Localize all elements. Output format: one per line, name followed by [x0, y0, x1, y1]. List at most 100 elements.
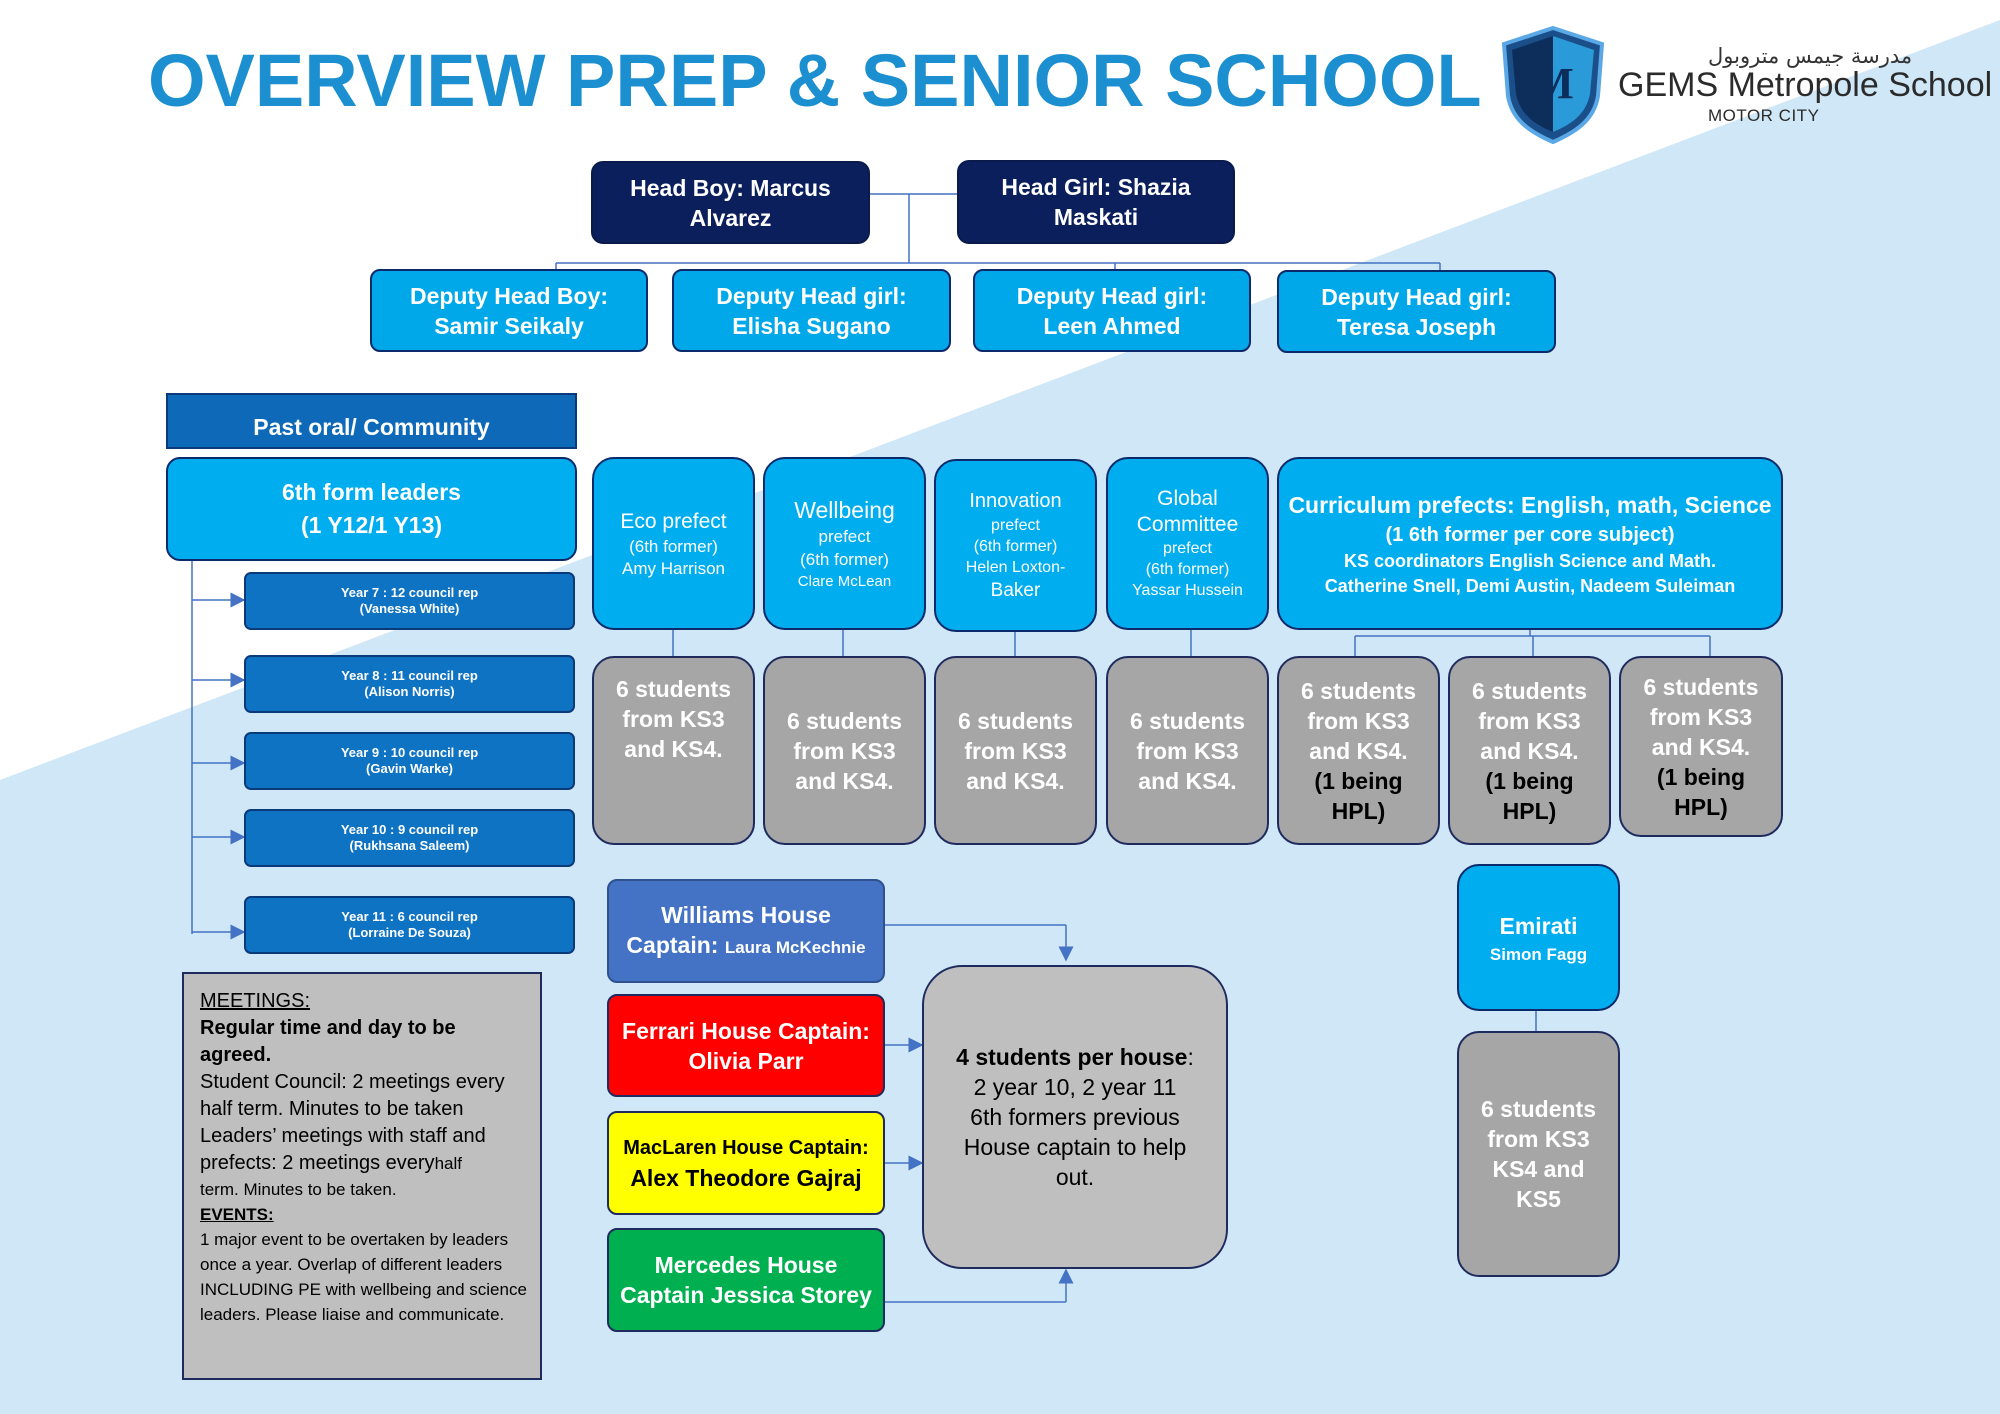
ferrari-house-box: Ferrari House Captain: Olivia Parr — [607, 994, 885, 1097]
global-students-box: 6 students from KS3 and KS4. — [1106, 656, 1269, 845]
prefect-title-cont: Committee — [1136, 513, 1239, 536]
prefect-title: Eco prefect — [620, 509, 727, 533]
head-girl-title: Head Girl: Shazia — [1001, 174, 1191, 200]
students-hpl-text: (1 being — [1656, 763, 1746, 790]
curriculum-title: Curriculum prefects: English, math, Scie… — [1288, 491, 1772, 518]
deputy-head-girl-box-3: Deputy Head girl: Teresa Joseph — [1277, 270, 1556, 353]
sixth-form-title: 6th form leaders — [282, 479, 461, 505]
students-text: from KS3 — [1649, 703, 1753, 730]
meetings-leaders-text: Leaders’ meetings with staff and prefect… — [200, 1125, 486, 1174]
williams-house-box: Williams House Captain: Laura McKechnie — [607, 879, 885, 983]
house-info-box: 4 students per house: 2 year 10, 2 year … — [922, 965, 1228, 1269]
students-text: 6 students — [1129, 707, 1246, 734]
curriculum-names: Catherine Snell, Demi Austin, Nadeem Sul… — [1324, 575, 1736, 596]
wellbeing-students-box: 6 students from KS3 and KS4. — [763, 656, 926, 845]
students-text: from KS3 — [1487, 1126, 1590, 1152]
head-boy-box: Head Boy: Marcus Alvarez — [591, 161, 870, 244]
students-text: and KS4. — [624, 736, 723, 762]
house-info-line: House captain to help — [963, 1134, 1187, 1160]
science-students-box: 6 students from KS3 and KS4. (1 being HP… — [1619, 656, 1783, 837]
head-girl-box: Head Girl: Shazia Maskati — [957, 160, 1235, 244]
meetings-leaders: Leaders’ meetings with staff and prefect… — [200, 1123, 528, 1177]
house-captain-label: Captain: — [626, 931, 719, 958]
students-text: 6 students — [1643, 673, 1759, 700]
logo-arabic-name: مدرسة جيمس متروبول — [1708, 44, 1913, 68]
students-text: KS5 — [1516, 1186, 1561, 1212]
english-students-box: 6 students from KS3 and KS4. (1 being HP… — [1277, 656, 1440, 845]
deputy-head-boy-box: Deputy Head Boy: Samir Seikaly — [370, 269, 648, 352]
council-rep-title: Year 9 : 10 council rep — [340, 745, 479, 760]
head-girl-name: Maskati — [1053, 204, 1139, 230]
house-title: Williams House — [661, 901, 831, 928]
students-text: 6 students — [1300, 677, 1417, 704]
eco-prefect-box: Eco prefect (6th former) Amy Harrison — [592, 457, 755, 630]
wellbeing-prefect-box: Wellbeing prefect (6th former) Clare McL… — [763, 457, 926, 630]
council-rep-name: (Rukhsana Saleem) — [349, 838, 470, 853]
council-rep-name: (Alison Norris) — [364, 684, 455, 699]
students-text: from KS3 — [1136, 737, 1239, 764]
students-text: and KS4. — [1480, 737, 1579, 764]
house-title: MacLaren House Captain: — [623, 1137, 869, 1159]
meetings-minutes: term. Minutes to be taken. — [200, 1180, 397, 1199]
house-info-line: out. — [1055, 1164, 1095, 1190]
prefect-name: Clare McLean — [797, 573, 892, 590]
meetings-panel: MEETINGS: Regular time and day to be agr… — [182, 972, 542, 1380]
council-rep-title: Year 7 : 12 council rep — [340, 585, 479, 600]
global-committee-prefect-box: Global Committee prefect (6th former) Ya… — [1106, 457, 1269, 630]
students-text: from KS3 — [964, 737, 1067, 764]
past-oral-label: Past oral/ Community — [253, 414, 490, 440]
prefect-role: (6th former) — [629, 536, 718, 556]
svg-text:M: M — [1532, 59, 1574, 108]
deputy-title: Deputy Head girl: — [1016, 282, 1208, 309]
prefect-subtitle: prefect — [818, 527, 871, 546]
emirati-students-box: 6 students from KS3 KS4 and KS5 — [1457, 1031, 1620, 1277]
meetings-leaders-half: half — [434, 1154, 462, 1173]
curriculum-prefects-box: Curriculum prefects: English, math, Scie… — [1277, 457, 1783, 630]
eco-students-box: 6 students from KS3 and KS4. — [592, 656, 755, 845]
deputy-head-girl-box-2: Deputy Head girl: Leen Ahmed — [973, 269, 1251, 352]
logo-location: MOTOR CITY — [1708, 106, 1820, 125]
house-info-heading: 4 students per house: — [956, 1042, 1194, 1072]
council-rep-title: Year 8 : 11 council rep — [341, 668, 478, 683]
prefect-role: (6th former) — [973, 538, 1058, 555]
prefect-subtitle: prefect — [991, 517, 1040, 534]
shield-icon: M — [1501, 25, 1605, 144]
students-text: from KS3 — [622, 706, 725, 732]
students-text: 6 students — [1471, 677, 1588, 704]
house-captain-line: Captain: Laura McKechnie — [626, 930, 865, 963]
emirati-box: Emirati Simon Fagg — [1457, 864, 1620, 1011]
emirati-name: Simon Fagg — [1489, 944, 1588, 964]
events-heading: EVENTS: — [200, 1205, 274, 1224]
deputy-name: Leen Ahmed — [1043, 312, 1181, 339]
deputy-head-girl-box-1: Deputy Head girl: Elisha Sugano — [672, 269, 951, 352]
students-text: 6 students — [1480, 1096, 1597, 1122]
deputy-title: Deputy Head Boy: — [409, 282, 609, 309]
deputy-name: Teresa Joseph — [1336, 313, 1497, 340]
sixth-form-leaders-box: 6th form leaders (1 Y12/1 Y13) — [166, 457, 577, 561]
students-hpl-text: HPL) — [1502, 797, 1557, 824]
house-info-line: 6th formers previous — [970, 1104, 1180, 1130]
house-info-colon: : — [1187, 1044, 1194, 1070]
students-text: and KS4. — [966, 767, 1065, 794]
prefect-title: Global — [1157, 487, 1218, 510]
maclaren-house-box: MacLaren House Captain: Alex Theodore Ga… — [607, 1111, 885, 1215]
council-rep-title: Year 11 : 6 council rep — [341, 909, 478, 924]
students-text: from KS3 — [1307, 707, 1410, 734]
council-rep-year11: Year 11 : 6 council rep (Lorraine De Sou… — [244, 896, 575, 954]
past-oral-header: Past oral/ Community — [166, 393, 577, 449]
students-text: and KS4. — [1651, 733, 1751, 760]
house-captain-name: Olivia Parr — [688, 1047, 804, 1074]
deputy-title: Deputy Head girl: — [716, 282, 907, 309]
deputy-name: Samir Seikaly — [434, 312, 584, 339]
students-hpl-text: (1 being — [1485, 767, 1574, 794]
house-captain-name: Alex Theodore Gajraj — [630, 1165, 862, 1191]
page-title: OVERVIEW PREP & SENIOR SCHOOL — [148, 39, 1482, 122]
events-text: 1 major event to be overtaken by leaders… — [200, 1230, 527, 1324]
house-info-line: 2 year 10, 2 year 11 — [973, 1074, 1177, 1100]
head-boy-title: Head Boy: Marcus — [630, 174, 831, 201]
meetings-student-council: Student Council: 2 meetings every half t… — [200, 1071, 505, 1120]
council-rep-year7: Year 7 : 12 council rep (Vanessa White) — [244, 572, 575, 630]
students-text: and KS4. — [795, 767, 894, 794]
house-title: Ferrari House Captain: — [622, 1017, 870, 1044]
students-hpl-text: HPL) — [1331, 797, 1386, 824]
